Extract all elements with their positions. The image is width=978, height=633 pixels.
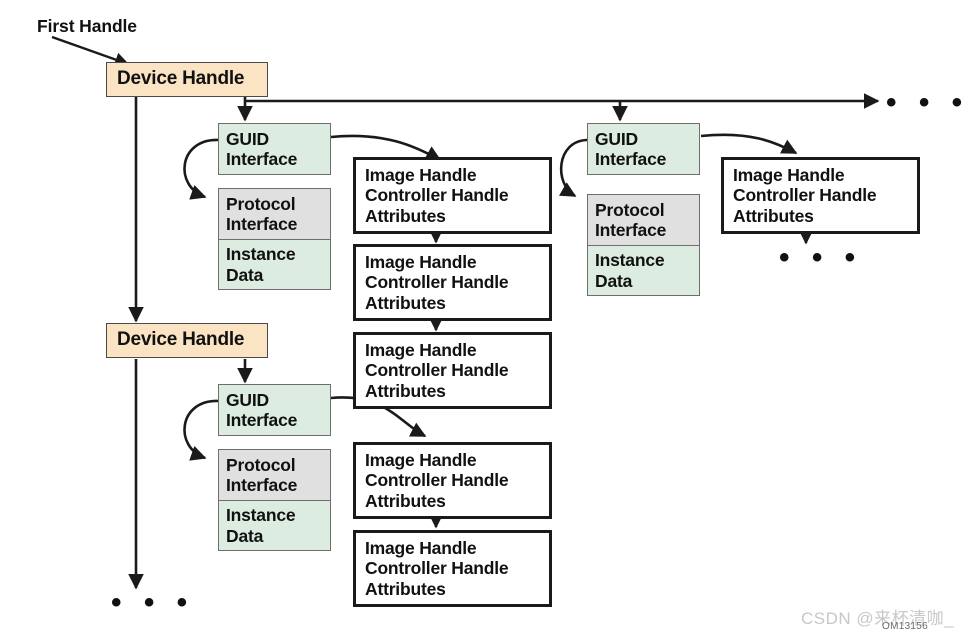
protocol-interface-box-1[interactable]: Protocol Interface: [218, 188, 331, 239]
image-handle-box-b1[interactable]: Image Handle Controller Handle Attribute…: [353, 442, 552, 519]
instance-data-box-1[interactable]: Instance Data: [218, 239, 331, 290]
image-handle-box-a1[interactable]: Image Handle Controller Handle Attribute…: [353, 157, 552, 234]
ellipsis-right-column: • • •: [779, 241, 863, 274]
guid-interface-box-2[interactable]: GUID Interface: [218, 384, 331, 436]
ellipsis-top-right: • • •: [886, 86, 970, 119]
protocol-interface-box-2[interactable]: Protocol Interface: [218, 449, 331, 500]
guid-interface-box-1[interactable]: GUID Interface: [218, 123, 331, 175]
ellipsis-bottom-left: • • •: [111, 586, 195, 619]
instance-data-box-2[interactable]: Instance Data: [218, 500, 331, 551]
csdn-watermark: CSDN @来杯清咖_: [801, 609, 955, 628]
image-handle-box-a2[interactable]: Image Handle Controller Handle Attribute…: [353, 244, 552, 321]
protocol-interface-box-3[interactable]: Protocol Interface: [587, 194, 700, 245]
device-handle-box-1[interactable]: Device Handle: [106, 62, 268, 97]
instance-data-box-3[interactable]: Instance Data: [587, 245, 700, 296]
first-handle-label: First Handle: [37, 16, 137, 36]
image-handle-box-c1[interactable]: Image Handle Controller Handle Attribute…: [721, 157, 920, 234]
device-handle-box-2[interactable]: Device Handle: [106, 323, 268, 358]
image-handle-box-a3[interactable]: Image Handle Controller Handle Attribute…: [353, 332, 552, 409]
image-handle-box-b2[interactable]: Image Handle Controller Handle Attribute…: [353, 530, 552, 607]
csdn-watermark-subtext: OM13156: [882, 621, 929, 632]
guid-interface-box-3[interactable]: GUID Interface: [587, 123, 700, 175]
